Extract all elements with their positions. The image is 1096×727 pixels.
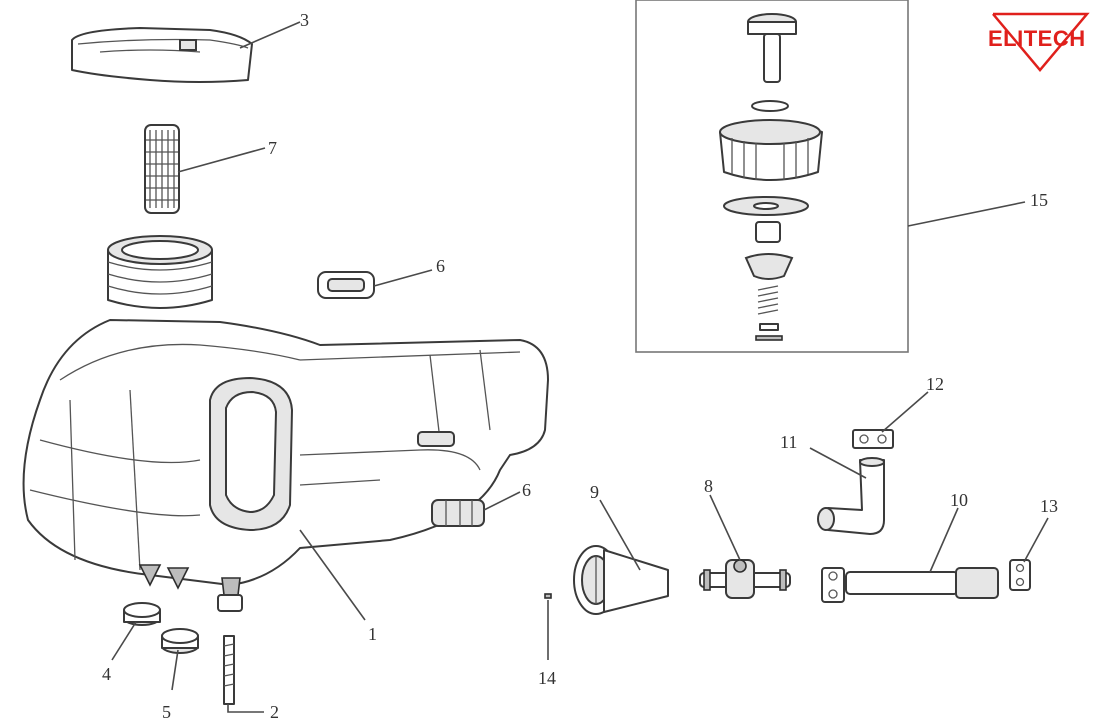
part-12-clamp	[852, 429, 894, 449]
callout-15: 15	[1030, 190, 1048, 210]
callout-6-upper: 6	[436, 256, 445, 276]
callout-3: 3	[300, 10, 309, 30]
part-10-fuel-hose	[821, 567, 999, 603]
callout-10: 10	[950, 490, 968, 510]
part-7-filter	[144, 124, 180, 214]
part-6-bushing-lower	[431, 499, 485, 527]
callout-12: 12	[926, 374, 944, 394]
callout-14: 14	[538, 668, 556, 688]
elitech-logo: ELITECH	[988, 12, 1090, 72]
callout-13: 13	[1040, 496, 1058, 516]
callout-7: 7	[268, 138, 277, 158]
part-6-grommet-upper	[317, 271, 375, 299]
part-11-elbow-pipe	[817, 457, 885, 535]
part-13-clip	[1009, 559, 1031, 591]
part-3-cover	[71, 27, 253, 83]
callout-5: 5	[162, 702, 171, 722]
part-9-funnel	[573, 545, 669, 615]
callout-2: 2	[270, 702, 279, 722]
callout-8: 8	[704, 476, 713, 496]
part-1-fuel-tank	[22, 235, 549, 612]
callout-1: 1	[368, 624, 377, 644]
callout-4: 4	[102, 664, 111, 684]
callout-9: 9	[590, 482, 599, 502]
logo-chevron	[992, 12, 1090, 72]
part-15-inset-frame	[635, 0, 909, 353]
part-2-bolt	[223, 635, 235, 705]
part-4-washer	[123, 602, 161, 626]
callout-6-lower: 6	[522, 480, 531, 500]
leader-lines	[111, 21, 1049, 713]
part-8-valve	[699, 559, 791, 599]
part-5-washer	[161, 628, 199, 654]
part-14-pin	[544, 593, 552, 599]
part-15-cap-assembly	[719, 13, 823, 341]
callout-11: 11	[780, 432, 797, 452]
callout-labels: 3 7 6 6 1 4 5 2 14 9 8 10 11 12 13 15	[102, 10, 1058, 722]
logo-text: ELITECH	[988, 26, 1086, 51]
